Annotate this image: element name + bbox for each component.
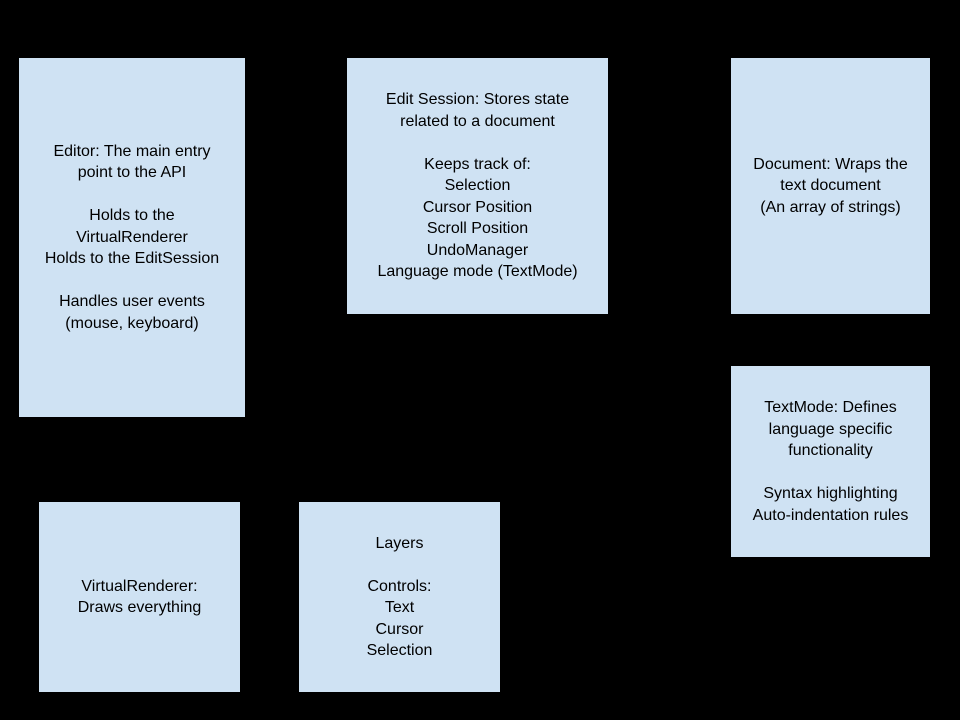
box-virtual-renderer: VirtualRenderer: Draws everything — [38, 501, 241, 693]
box-layers: Layers Controls: Text Cursor Selection — [298, 501, 501, 693]
box-edit-session: Edit Session: Stores state related to a … — [346, 57, 609, 315]
box-editor: Editor: The main entry point to the API … — [18, 57, 246, 418]
box-textmode: TextMode: Defines language specific func… — [730, 365, 931, 558]
box-document: Document: Wraps the text document (An ar… — [730, 57, 931, 315]
